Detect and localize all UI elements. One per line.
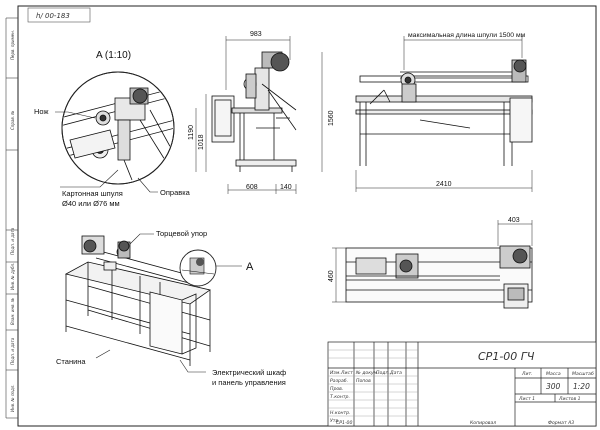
tb-row-sheet: Лист xyxy=(340,370,353,376)
strip-label: Инв. № дубл. xyxy=(10,263,15,290)
designation: СР1-00 ГЧ xyxy=(478,350,535,363)
tb-sheets: Листов 1 xyxy=(558,396,581,402)
tb-row-change: Изм. xyxy=(330,370,341,376)
side-dim-lines xyxy=(195,36,323,194)
left-strip xyxy=(5,17,18,419)
sheet-frame xyxy=(17,5,597,427)
tb-row-dev: Разраб. xyxy=(330,378,348,384)
label-knife: Нож xyxy=(34,107,49,116)
leader-lines-a xyxy=(55,111,158,193)
isometric-view xyxy=(64,235,211,366)
side-view xyxy=(211,51,297,172)
iso-detail-circle xyxy=(179,249,217,287)
dim-top-depth: 460 xyxy=(328,270,335,282)
front-dim-lines xyxy=(355,36,533,192)
label-mandrel: Оправка xyxy=(160,188,191,197)
corner-stamp-box xyxy=(27,7,91,23)
tb-scale-value: 1:20 xyxy=(573,382,590,391)
dim-side-base-left: 608 xyxy=(246,184,258,191)
dim-side-height-low: 1018 xyxy=(198,134,205,150)
title-block-rows xyxy=(328,349,418,417)
tb-row-tcontrol: Т.контр. xyxy=(330,394,350,400)
tb-row-check: Пров. xyxy=(330,386,343,392)
strip-label: Подп. и дата xyxy=(10,227,15,255)
label-core: Картонная шпуля xyxy=(62,189,123,198)
front-view xyxy=(355,59,533,166)
dim-side-height-total: 1560 xyxy=(328,110,335,126)
tb-row-date: Дата xyxy=(389,370,402,376)
strip-label: Взам. инв. № xyxy=(10,298,15,325)
corner-stamp: h/ 00-183 xyxy=(36,12,70,20)
tb-mass-value: 300 xyxy=(546,382,561,391)
dim-top-width: 403 xyxy=(508,217,520,224)
label-end-stop: Торцевой упор xyxy=(156,229,207,238)
iso-leaders xyxy=(95,233,242,373)
view-a-title: A (1:10) xyxy=(96,50,131,61)
top-dim-lines xyxy=(332,220,533,303)
label-core-dims: Ø40 или Ø76 мм xyxy=(62,199,120,208)
tb-col-mass: Масса xyxy=(546,371,561,377)
label-arrow-a: A xyxy=(246,261,254,273)
footer-left-code: СР1-00 xyxy=(336,420,352,426)
strip-label: Справ. № xyxy=(10,111,15,130)
tb-col-scale: Масштаб xyxy=(572,371,594,377)
footer-format: Формат А3 xyxy=(548,420,574,426)
tb-row-approve: Утв. xyxy=(330,418,340,424)
tb-row-ncontrol: Н.контр. xyxy=(330,410,351,416)
label-frame: Станина xyxy=(56,357,86,366)
label-cabinet-line1: Электрический шкаф xyxy=(212,368,286,377)
tb-row-dev-name: Попов xyxy=(356,378,371,384)
detail-view-a xyxy=(61,71,175,185)
dim-front-length: 2410 xyxy=(436,181,452,188)
tb-sheet: Лист 1 xyxy=(518,396,535,402)
dim-front-note: максимальная длина шпули 1500 мм xyxy=(408,32,526,39)
dim-side-base-right: 140 xyxy=(280,184,292,191)
label-cabinet-line2: и панель управления xyxy=(212,378,286,387)
dim-side-width: 983 xyxy=(250,31,262,38)
strip-label: Перв. примен. xyxy=(10,30,15,60)
top-view xyxy=(345,245,533,309)
tb-row-doc: № докум. xyxy=(355,370,379,376)
dim-side-height-table: 1190 xyxy=(188,125,195,140)
tb-row-sign: Подп. xyxy=(376,370,390,376)
tb-col-lit: Лит. xyxy=(521,371,533,377)
footer-copied: Копировал xyxy=(470,420,496,426)
strip-label: Подп. и дата xyxy=(10,337,15,365)
strip-label: Инв. № подл. xyxy=(10,384,15,412)
